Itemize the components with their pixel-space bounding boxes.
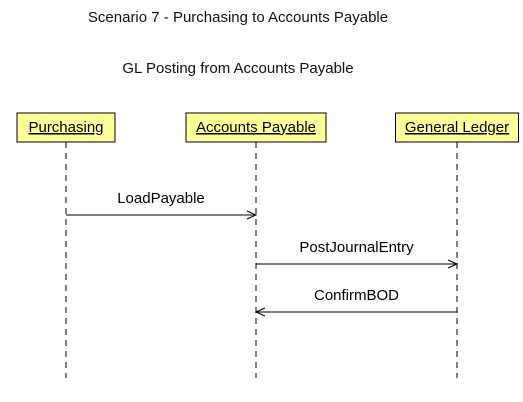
message-arrowhead-1 — [246, 210, 258, 220]
message-label-2: PostJournalEntry — [299, 239, 414, 256]
actor-box-accounts-payable — [185, 112, 327, 143]
actor-box-general-ledger — [395, 112, 519, 143]
lifelines — [65, 142, 458, 378]
actor-label-accounts-payable: Accounts Payable — [196, 119, 316, 136]
actor-box-purchasing — [16, 112, 116, 143]
actor-label-general-ledger: General Ledger — [405, 119, 509, 136]
message-label-3: ConfirmBOD — [314, 287, 399, 304]
actor-label-purchasing: Purchasing — [28, 119, 103, 136]
diagram-title: Scenario 7 - Purchasing to Accounts Paya… — [88, 9, 388, 26]
actors: Purchasing Accounts Payable General Ledger — [16, 112, 519, 143]
diagram-subtitle: GL Posting from Accounts Payable — [122, 60, 353, 77]
message-arrowhead-2 — [447, 259, 459, 269]
message-label-1: LoadPayable — [117, 190, 205, 207]
message-arrowhead-3 — [254, 307, 266, 317]
